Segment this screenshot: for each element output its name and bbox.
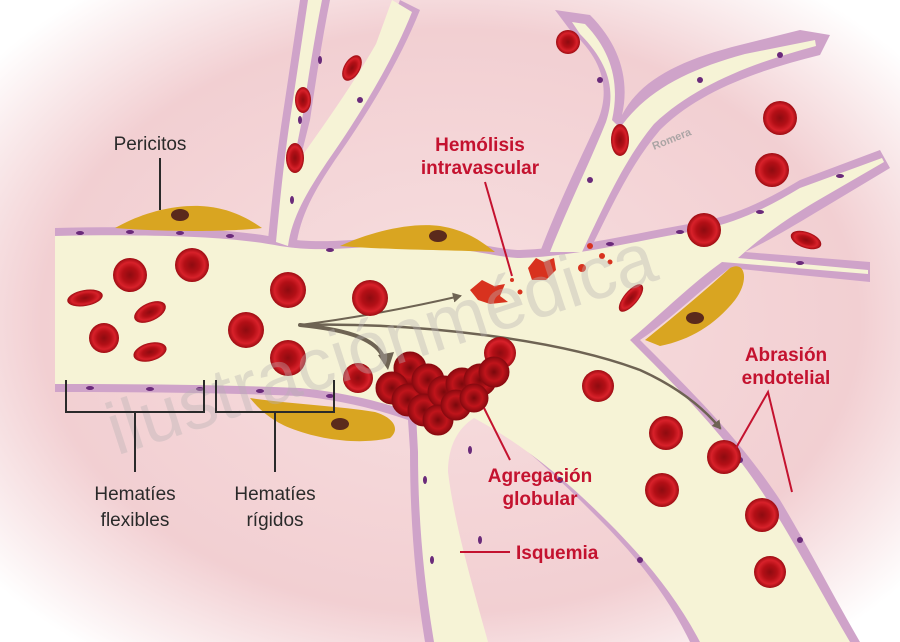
label-agregacion-line2: globular <box>503 489 579 510</box>
rbc-19 <box>343 363 373 393</box>
labels: Pericitos Hemólisis intravascular Abrasi… <box>94 134 830 564</box>
leader-hemolisis <box>484 181 513 277</box>
rbc-17 <box>556 30 580 54</box>
rbc-flexible-deformed-2 <box>134 301 166 323</box>
vessel-branch-upper-left <box>276 0 412 246</box>
pericyte-left <box>115 205 262 231</box>
label-abrasion-line2: endotelial <box>742 368 831 389</box>
pericyte-bottom-nucleus <box>331 418 349 430</box>
rbc-rigid-4 <box>270 340 306 376</box>
flow-arrowhead-aggregate <box>378 352 394 370</box>
leader-lines <box>65 158 793 553</box>
label-agregacion-line1: Agregación <box>488 466 593 487</box>
rbc-flexible-deformed-1 <box>67 289 103 307</box>
label-flexibles-line1: Hematíes <box>94 484 175 505</box>
rbc-branch-3 <box>342 55 362 81</box>
rbc-16 <box>611 124 629 156</box>
rbc-15 <box>790 230 822 250</box>
rbc-rigid-2 <box>352 280 388 316</box>
label-pericitos: Pericitos <box>114 134 187 155</box>
rbc-11 <box>754 556 786 588</box>
pericyte-right <box>645 266 745 346</box>
endothelial-nuclei <box>76 52 844 564</box>
rbc-18 <box>618 284 644 312</box>
rbc-6 <box>582 370 614 402</box>
pericyte-mid <box>340 225 495 252</box>
rbc-flexible-2 <box>175 248 209 282</box>
red-blood-cells <box>67 30 822 588</box>
pericyte-left-nucleus <box>171 209 189 221</box>
rbc-flexible-3 <box>89 323 119 353</box>
flow-arrow-main <box>298 323 722 430</box>
label-hemolisis-line1: Hemólisis <box>435 135 525 156</box>
label-flexibles-line2: flexibles <box>101 510 170 531</box>
hemolysis-fragment-2 <box>528 258 556 280</box>
rbc-7 <box>649 416 683 450</box>
rbc-9 <box>645 473 679 507</box>
vessel-branch-upper-mid <box>550 22 816 252</box>
rbc-aggregate <box>375 351 510 436</box>
rbc-13 <box>755 153 789 187</box>
pericyte-bottom <box>250 398 395 442</box>
label-rigidos-line2: rígidos <box>246 510 303 531</box>
rbc-flexible-deformed-3 <box>133 342 167 362</box>
leader-abrasion <box>735 389 793 493</box>
hemolysis-fragment-1 <box>470 280 508 304</box>
hemolysis-fragments <box>470 243 613 304</box>
rbc-flexible-1 <box>113 258 147 292</box>
label-rigidos-line1: Hematíes <box>234 484 315 505</box>
rbc-rigid-3 <box>228 312 264 348</box>
rbc-branch-1 <box>286 143 304 173</box>
label-abrasion-line1: Abrasión <box>745 345 827 366</box>
label-hemolisis-line2: intravascular <box>421 158 540 179</box>
label-isquemia: Isquemia <box>516 543 599 564</box>
vessel-branch-upper-mid-wall <box>540 10 830 252</box>
pericytes <box>115 205 745 442</box>
rbc-14 <box>763 101 797 135</box>
rbc-rigid-1 <box>270 272 306 308</box>
rbc-8 <box>707 440 741 474</box>
pericyte-mid-nucleus <box>429 230 447 242</box>
leader-agregacion <box>483 407 511 461</box>
pericyte-right-nucleus <box>686 312 704 324</box>
rbc-branch-2 <box>295 87 311 113</box>
rbc-12 <box>687 213 721 247</box>
rbc-10 <box>745 498 779 532</box>
